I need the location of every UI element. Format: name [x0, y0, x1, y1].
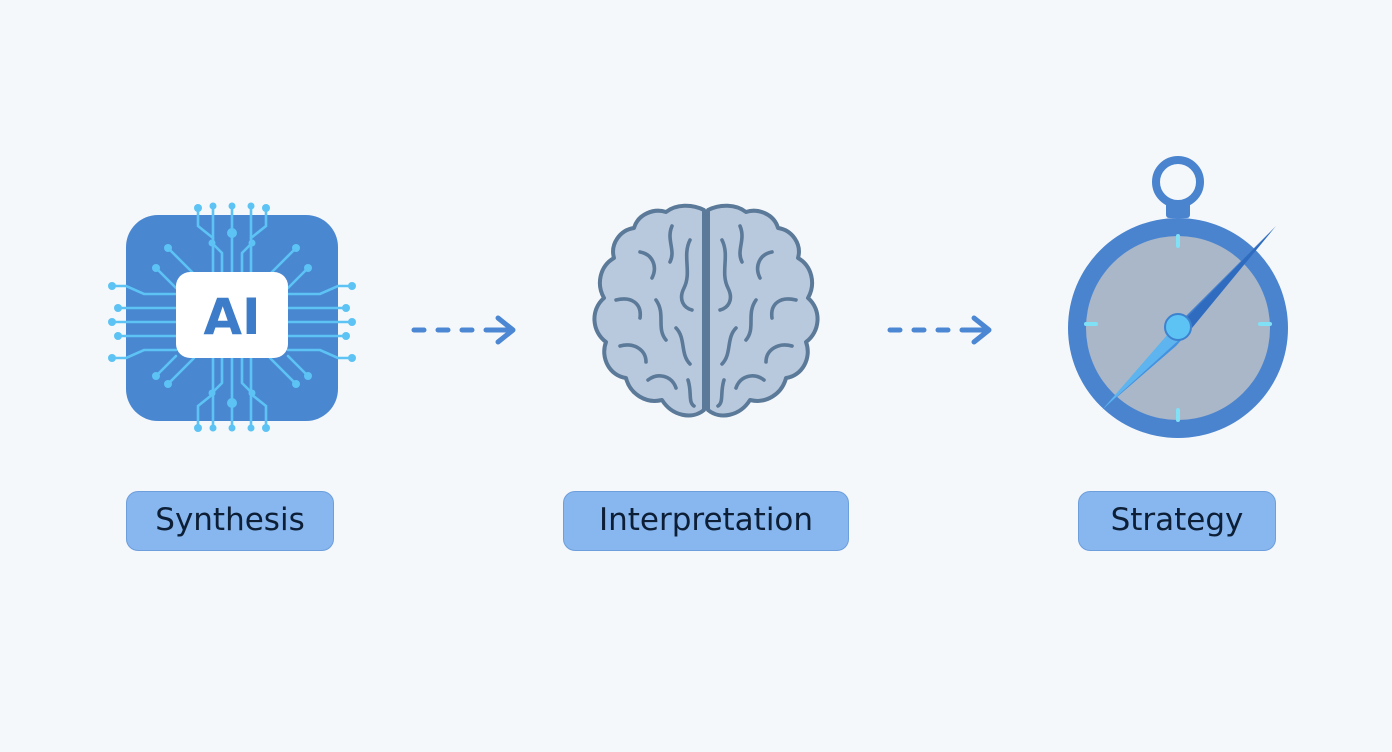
- step-label-interpretation: Interpretation: [563, 491, 849, 551]
- brain-icon: [592, 203, 820, 418]
- compass-icon: [1068, 156, 1288, 438]
- ai-chip-icon: AI: [108, 202, 356, 432]
- ai-chip-text: AI: [203, 288, 260, 346]
- step-label-synthesis: Synthesis: [126, 491, 334, 551]
- dotted-arrow-icon: [411, 315, 516, 345]
- step-label-strategy: Strategy: [1078, 491, 1276, 551]
- dotted-arrow-icon: [887, 315, 992, 345]
